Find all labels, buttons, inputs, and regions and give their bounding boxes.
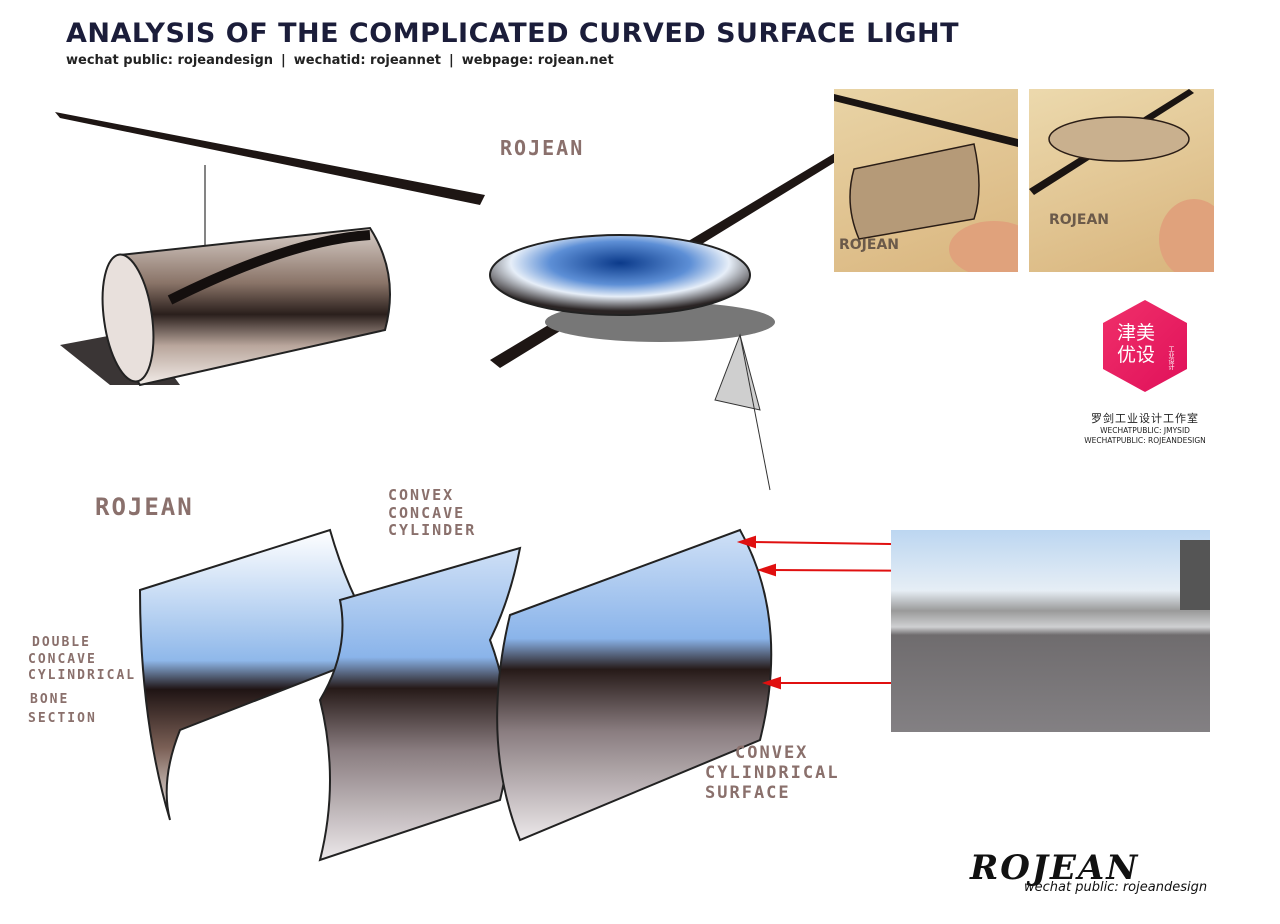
studio-name: 罗剑工业设计工作室 xyxy=(1091,412,1199,425)
logo-hexagon: 津美优设 工业设计 xyxy=(1103,300,1187,392)
convex-concave-surface xyxy=(318,546,522,862)
logo-line2: 优设 xyxy=(1117,344,1156,366)
label-line: SURFACE xyxy=(705,783,791,803)
disc-light-sketch xyxy=(489,150,845,491)
label-line: CONCAVE xyxy=(28,652,97,667)
label-line: BONE xyxy=(30,692,69,707)
footer-wechat: wechat public: rojeandesign xyxy=(1024,880,1208,895)
label-line: SECTION xyxy=(28,711,97,726)
reference-photo-landscape xyxy=(891,530,1210,732)
rojean-brand-logo: ROJEAN xyxy=(970,848,1140,888)
rojean-label-mid: ROJEAN xyxy=(95,493,194,521)
wechat-public-text: wechat public: rojeandesign xyxy=(66,53,274,68)
label-line: DOUBLE xyxy=(32,635,91,650)
label-line: CONVEX xyxy=(735,743,808,763)
label-line: CONVEX xyxy=(388,486,454,504)
convex-cylindrical-surface xyxy=(496,528,773,842)
wechat-jmysid: WECHATPUBLIC: JMYSID xyxy=(1100,426,1190,435)
demo-photo-disc: ROJEAN xyxy=(1029,89,1214,272)
double-concave-surface xyxy=(138,528,387,821)
logo-subtext: 工业设计 xyxy=(1167,346,1174,370)
footer-brand: ROJEAN wechat public: rojeandesign xyxy=(970,848,1207,895)
subtitle: wechat public: rojeandesign | wechatid: ro… xyxy=(66,53,614,68)
wechat-rojeandesign: WECHATPUBLIC: ROJEANDESIGN xyxy=(1084,436,1206,445)
label-line: CYLINDRICAL xyxy=(28,668,136,683)
page-title: ANALYSIS OF THE COMPLICATED CURVED SURFA… xyxy=(66,18,960,49)
studio-logo: 津美优设 工业设计 罗剑工业设计工作室 WECHATPUBLIC: JMYSID… xyxy=(1070,300,1220,446)
rojean-label-top: ROJEAN xyxy=(500,136,584,160)
double-concave-label: DOUBLE CONCAVE CYLINDRICAL BONE SECTION xyxy=(28,635,136,726)
photo-label: ROJEAN xyxy=(1049,212,1109,228)
logo-line1: 津美 xyxy=(1117,322,1156,344)
building xyxy=(1180,540,1210,610)
photo-label: ROJEAN xyxy=(839,237,899,253)
cylinder-sketch xyxy=(55,112,485,387)
separator: | xyxy=(281,53,286,68)
webpage-text: webpage: rojean.net xyxy=(461,53,614,68)
convex-concave-cylinder-label: CONVEX CONCAVE CYLINDER xyxy=(388,486,476,539)
separator: | xyxy=(448,53,454,68)
label-line: CYLINDER xyxy=(388,521,476,539)
demo-photo-cylinder: ROJEAN xyxy=(834,89,1018,272)
convex-cylindrical-surface-label: CONVEX CYLINDRICAL SURFACE xyxy=(705,743,840,803)
wechatid-text: wechatid: rojeannet xyxy=(293,53,441,68)
label-line: CONCAVE xyxy=(388,504,465,522)
label-line: CYLINDRICAL xyxy=(705,763,840,783)
